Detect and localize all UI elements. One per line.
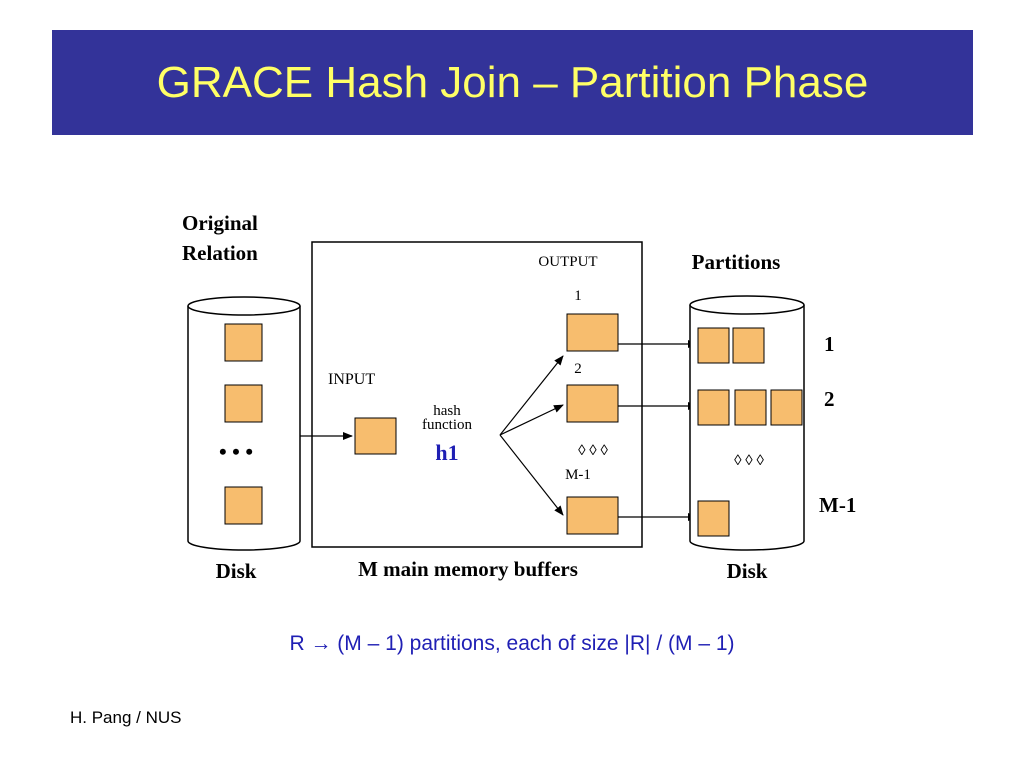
left-disk-ellipsis: • • • — [219, 439, 253, 464]
left-disk: • • • Original Relation Disk — [182, 211, 301, 583]
partition-1-block — [732, 327, 765, 364]
left-disk-top — [187, 296, 301, 316]
partition-1-block — [697, 327, 730, 364]
partition-2-block — [770, 389, 803, 426]
memory-buffers: INPUT hash function h1 OUTPUT 1 2 ◊ ◊ ◊ … — [311, 241, 643, 581]
partition-row-2-label: 2 — [824, 387, 835, 411]
output-buffer-2 — [566, 384, 619, 423]
partitions-heading: Partitions — [692, 250, 781, 274]
output-2-label: 2 — [574, 361, 582, 377]
arrow-hash-to-output-1 — [499, 355, 564, 436]
partition-2-block — [697, 389, 730, 426]
relation-block — [224, 323, 263, 362]
right-disk-body — [689, 305, 805, 551]
output-buffer-1 — [566, 313, 619, 352]
relation-block — [224, 384, 263, 423]
title-bar: GRACE Hash Join – Partition Phase — [52, 30, 973, 135]
right-disk-label: Disk — [727, 559, 768, 583]
output-ellipsis: ◊ ◊ ◊ — [578, 443, 608, 459]
relation-block — [224, 486, 263, 525]
output-m1-label: M-1 — [565, 467, 591, 483]
partition-2-block — [734, 389, 767, 426]
slide-title: GRACE Hash Join – Partition Phase — [156, 57, 869, 107]
left-disk-body — [187, 306, 301, 551]
arrow-hash-to-output-2 — [499, 404, 564, 436]
hash-label-line1: hash — [433, 403, 461, 419]
output-1-label: 1 — [574, 288, 582, 304]
slide-footer: H. Pang / NUS — [70, 708, 182, 727]
partition-m1-block — [697, 500, 730, 537]
original-relation-heading-line2: Relation — [182, 241, 258, 265]
right-disk-top — [689, 295, 805, 315]
output-buffer-m1 — [566, 496, 619, 535]
right-disk-ellipsis: ◊ ◊ ◊ — [734, 453, 764, 469]
hash-function-name: h1 — [435, 440, 458, 465]
partition-row-1-label: 1 — [824, 332, 835, 356]
slide-caption: R → (M – 1) partitions, each of size |R|… — [289, 632, 735, 655]
original-relation-heading-line1: Original — [182, 211, 258, 235]
partition-row-m1-label: M-1 — [819, 493, 856, 517]
output-label: OUTPUT — [538, 254, 597, 270]
right-disk: ◊ ◊ ◊ Partitions 1 2 M-1 Disk — [689, 250, 856, 583]
arrows — [300, 340, 698, 521]
input-buffer — [354, 417, 397, 455]
memory-label: M main memory buffers — [358, 557, 578, 581]
arrow-hash-to-output-m1 — [499, 434, 564, 516]
left-disk-label: Disk — [216, 559, 257, 583]
hash-label-line2: function — [422, 417, 472, 433]
input-label: INPUT — [328, 371, 375, 388]
